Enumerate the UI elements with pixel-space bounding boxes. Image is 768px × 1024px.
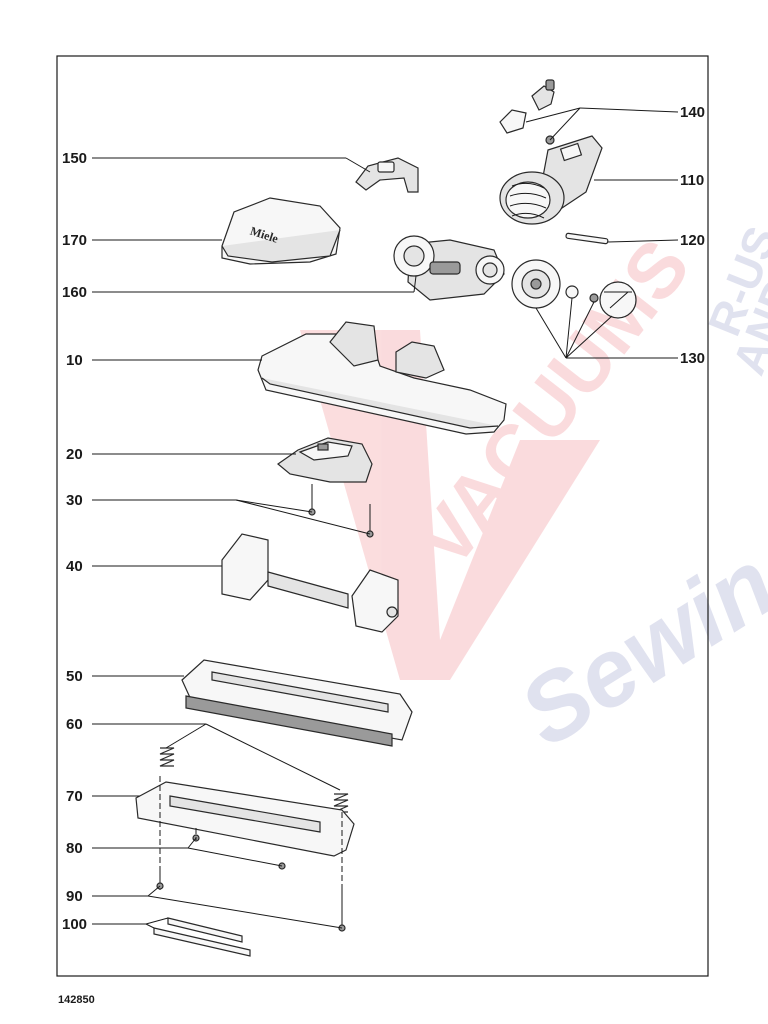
callout-150: 150 bbox=[62, 150, 87, 167]
diagram-frame bbox=[56, 55, 709, 977]
callout-30: 30 bbox=[66, 492, 83, 509]
callout-170: 170 bbox=[62, 232, 87, 249]
part-40 bbox=[221, 533, 399, 633]
callout-120: 120 bbox=[680, 232, 705, 249]
callout-140: 140 bbox=[680, 104, 705, 121]
callout-100: 100 bbox=[62, 916, 87, 933]
callout-160: 160 bbox=[62, 284, 87, 301]
leader-lines bbox=[92, 107, 679, 929]
callout-130: 130 bbox=[680, 350, 705, 367]
part-70 bbox=[135, 781, 355, 857]
callout-90: 90 bbox=[66, 888, 83, 905]
part-110 bbox=[499, 135, 603, 225]
part-100 bbox=[153, 917, 251, 957]
document-id: 142850 bbox=[58, 994, 95, 1006]
callout-80: 80 bbox=[66, 840, 83, 857]
part-160 bbox=[393, 235, 505, 301]
callout-60: 60 bbox=[66, 716, 83, 733]
callout-70: 70 bbox=[66, 788, 83, 805]
part-170: Miele bbox=[221, 197, 341, 265]
callout-110: 110 bbox=[680, 172, 704, 189]
callout-20: 20 bbox=[66, 446, 83, 463]
part-20 bbox=[277, 437, 373, 483]
part-120 bbox=[565, 232, 609, 245]
part-140 bbox=[499, 79, 555, 145]
callout-labels: 140 110 120 130 150 170 160 10 20 30 40 … bbox=[62, 104, 705, 933]
part-150 bbox=[355, 157, 419, 193]
part-130 bbox=[511, 259, 637, 319]
callout-40: 40 bbox=[66, 558, 83, 575]
part-60 bbox=[159, 747, 349, 813]
part-10 bbox=[257, 321, 507, 435]
callout-50: 50 bbox=[66, 668, 83, 685]
callout-10: 10 bbox=[66, 352, 83, 369]
part-50 bbox=[181, 659, 413, 747]
